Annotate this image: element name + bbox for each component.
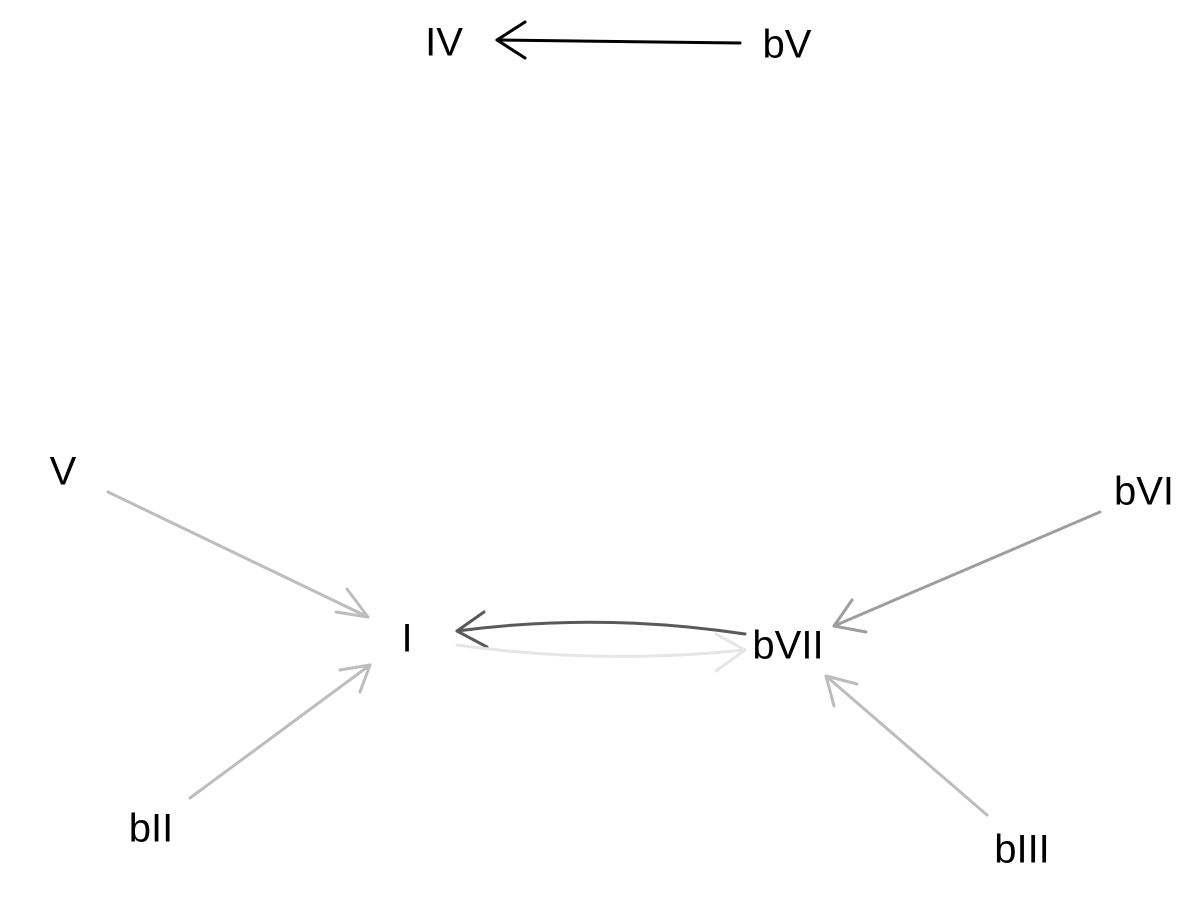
arrowhead-bVII-to-I (455, 610, 489, 649)
node-bVII: bVII (752, 624, 823, 668)
edge-bIII-to-bVII (824, 674, 989, 817)
arrowhead-I-to-bVII (714, 632, 747, 673)
nodes: IV bV V I bVII bVI bII bIII (50, 21, 1174, 872)
edge-V-to-I (106, 490, 370, 619)
node-bVI: bVI (1114, 470, 1174, 514)
edge-bVI-to-bVII (832, 510, 1102, 628)
edge-bV-to-IV (495, 38, 742, 45)
node-bIII: bIII (994, 828, 1050, 872)
edges (106, 20, 1102, 817)
arrowhead-V-to-I (334, 587, 370, 619)
arrowhead-bV-to-IV (495, 20, 527, 60)
node-I: I (401, 617, 412, 661)
node-V: V (50, 450, 77, 494)
edge-bII-to-I (188, 663, 372, 800)
node-IV: IV (425, 21, 463, 65)
edge-bVII-to-I (455, 620, 747, 636)
node-bV: bV (763, 23, 812, 67)
node-bII: bII (129, 807, 173, 851)
edge-I-to-bVII (455, 643, 747, 658)
arrowhead-bIII-to-bVII (824, 674, 859, 708)
arrowhead-bII-to-I (338, 663, 372, 694)
arrowhead-bVI-to-bVII (832, 598, 868, 634)
